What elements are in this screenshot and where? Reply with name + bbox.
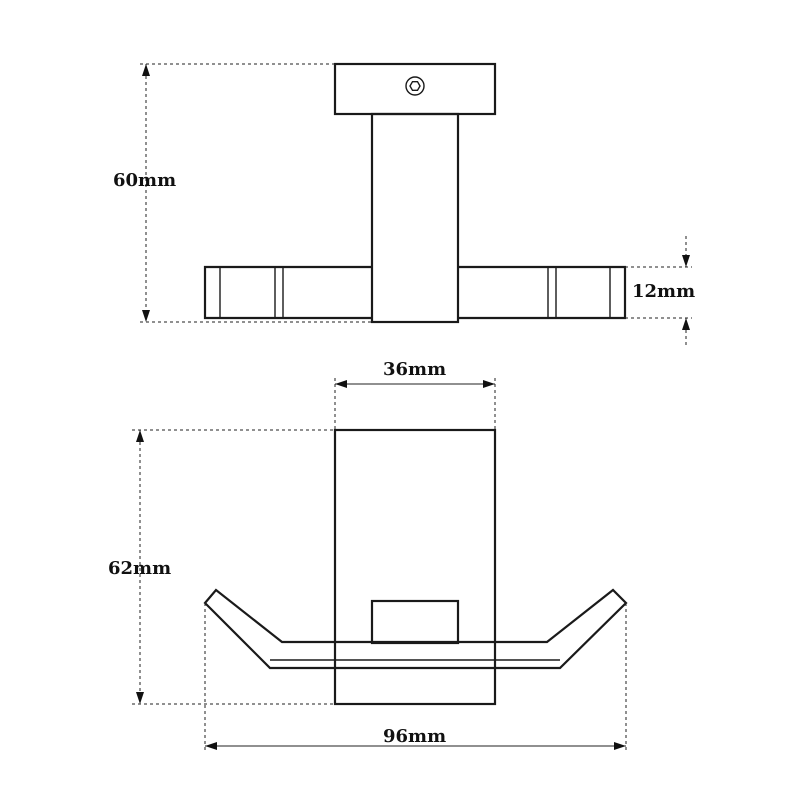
label-60mm: 60mm bbox=[113, 170, 176, 191]
left-arm bbox=[203, 265, 372, 320]
mounting-plate bbox=[333, 62, 497, 116]
dimension-36mm bbox=[334, 378, 496, 430]
dimension-96mm bbox=[204, 603, 627, 752]
label-12mm: 12mm bbox=[632, 281, 695, 302]
dimension-62mm bbox=[132, 429, 335, 705]
central-stem bbox=[370, 112, 460, 324]
front-stem bbox=[370, 599, 460, 645]
double-hook bbox=[203, 588, 628, 670]
dimension-60mm bbox=[140, 63, 372, 323]
hex-screw-icon bbox=[405, 76, 425, 96]
label-36mm: 36mm bbox=[383, 359, 446, 380]
right-arm bbox=[458, 265, 627, 320]
front-view bbox=[132, 378, 628, 752]
label-96mm: 96mm bbox=[383, 726, 446, 747]
back-plate bbox=[333, 428, 497, 706]
dimension-12mm bbox=[625, 236, 692, 348]
label-62mm: 62mm bbox=[108, 558, 171, 579]
top-view bbox=[140, 62, 692, 348]
